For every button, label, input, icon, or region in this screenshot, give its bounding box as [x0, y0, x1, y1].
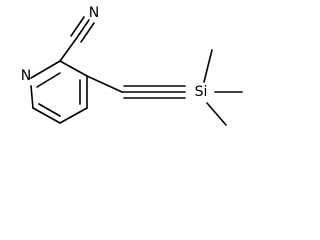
bond-c4-c5: [59, 107, 88, 124]
pyridine-ring: [30, 60, 88, 124]
silicon-label: Si: [195, 84, 208, 100]
bond-n1-c2: [30, 60, 61, 79]
double-bond-c5-c6: [38, 103, 61, 117]
triple-bond-2: [70, 16, 85, 37]
bond-si-methyl-down: [206, 102, 227, 126]
bond-c5-c6: [32, 107, 61, 124]
structure-diagram: N N Si: [21, 5, 243, 126]
trimethylsilyl-group: [203, 49, 243, 126]
ring-nitrogen-label: N: [21, 68, 31, 84]
bond-c2-cn: [59, 38, 77, 62]
alkyne-linker: [86, 75, 186, 99]
double-bond-n1-c2: [36, 72, 61, 88]
bond-si-methyl-up: [203, 49, 213, 83]
bond-c2-c3: [59, 60, 88, 77]
triple-bond-3: [80, 22, 95, 43]
triple-bond-1: [75, 19, 90, 40]
nitrile-nitrogen-label: N: [89, 5, 99, 21]
bond-c6-n1: [30, 85, 34, 109]
nitrile-group: [59, 16, 95, 62]
bond-c3-alkyne: [86, 75, 123, 93]
